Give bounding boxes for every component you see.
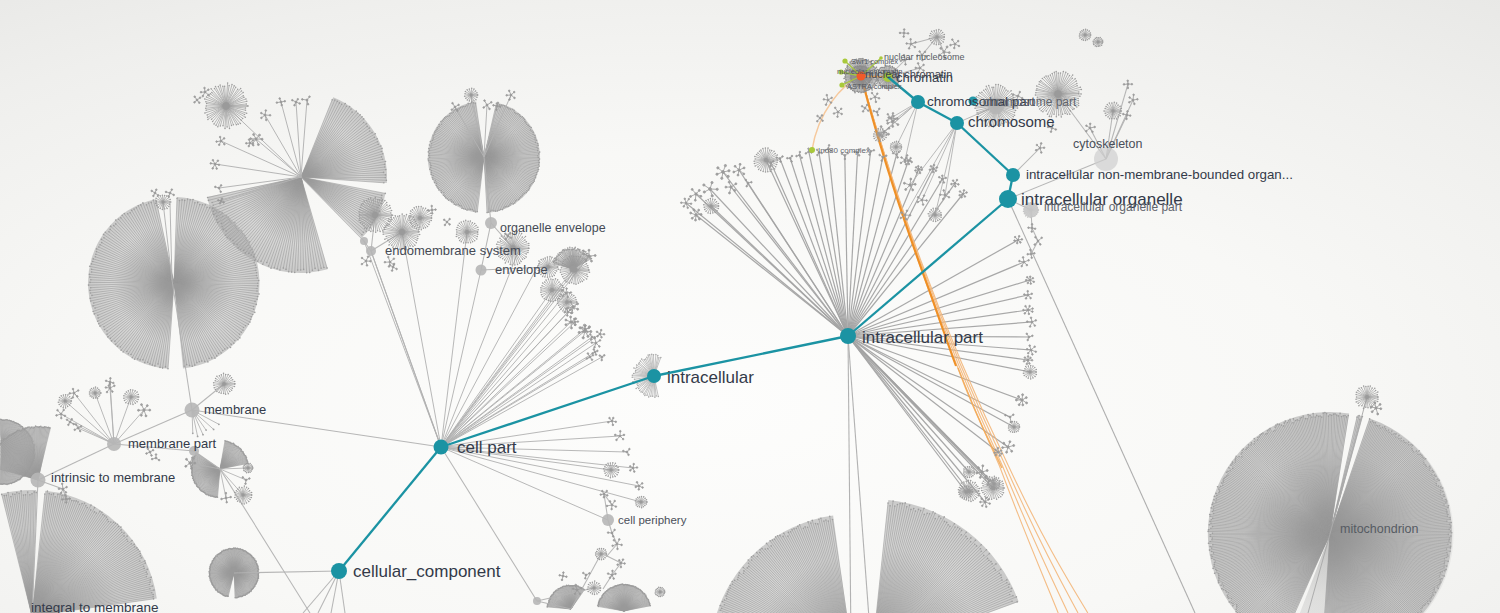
svg-text:Ino80 complex: Ino80 complex bbox=[818, 146, 870, 155]
svg-text:ASTRA complex: ASTRA complex bbox=[847, 82, 902, 91]
svg-text:membrane part: membrane part bbox=[128, 436, 217, 451]
svg-text:envelope: envelope bbox=[495, 262, 548, 277]
svg-text:nucleolar chromatin: nucleolar chromatin bbox=[837, 67, 902, 76]
svg-text:cellular_component: cellular_component bbox=[353, 562, 501, 581]
svg-text:integral to membrane: integral to membrane bbox=[31, 600, 159, 613]
svg-text:cell part: cell part bbox=[457, 438, 517, 457]
svg-text:intracellular non-membrane-bou: intracellular non-membrane-bounded organ… bbox=[1026, 167, 1293, 182]
svg-text:chromosome part: chromosome part bbox=[983, 95, 1077, 109]
svg-text:membrane: membrane bbox=[204, 402, 266, 417]
svg-text:cell periphery: cell periphery bbox=[618, 514, 687, 526]
svg-text:intracellular part: intracellular part bbox=[862, 328, 983, 347]
svg-text:Swr1 complex: Swr1 complex bbox=[851, 57, 898, 66]
svg-text:intracellular: intracellular bbox=[667, 368, 754, 387]
svg-text:intrinsic to membrane: intrinsic to membrane bbox=[51, 470, 175, 485]
svg-text:mitochondrion: mitochondrion bbox=[1340, 522, 1419, 536]
svg-text:intracellular organelle part: intracellular organelle part bbox=[1044, 200, 1183, 214]
svg-text:organelle envelope: organelle envelope bbox=[500, 221, 606, 235]
svg-text:cytoskeleton: cytoskeleton bbox=[1073, 137, 1143, 151]
svg-text:endomembrane system: endomembrane system bbox=[385, 243, 521, 258]
svg-text:chromosome: chromosome bbox=[968, 113, 1055, 130]
